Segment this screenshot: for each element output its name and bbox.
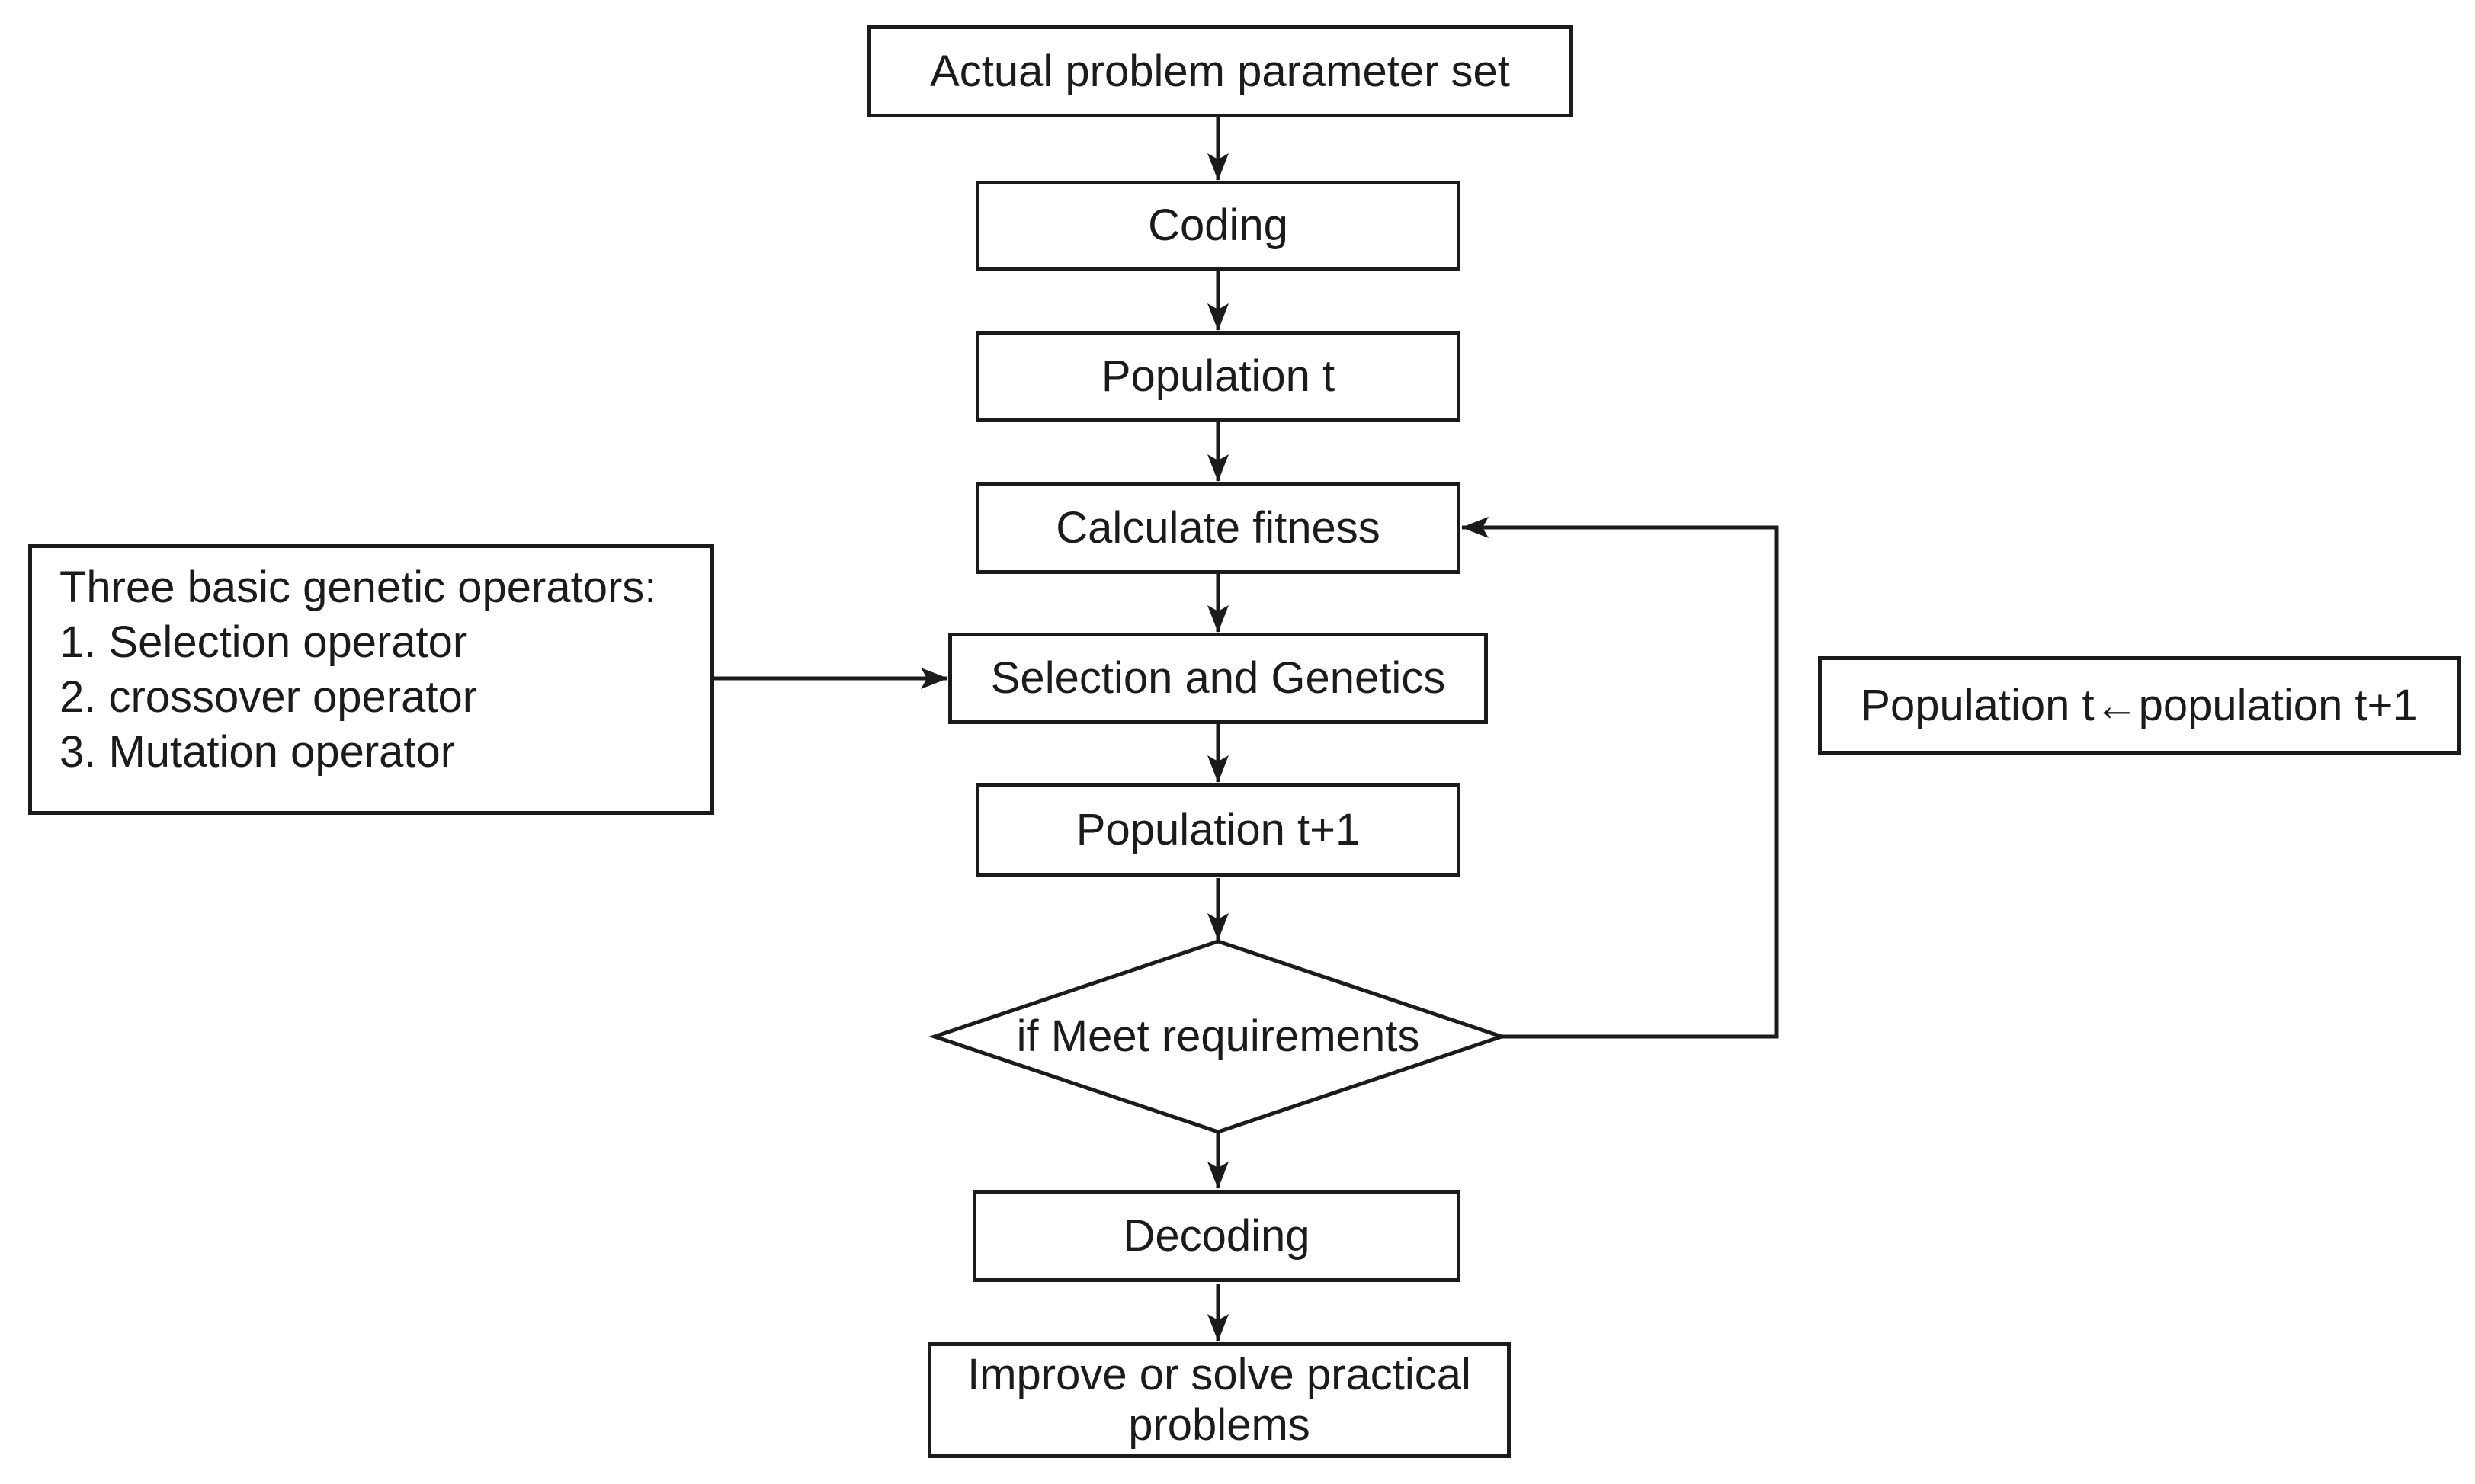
- node-selection-and-genetics-label: Selection and Genetics: [990, 653, 1446, 703]
- note-operator-item-crossover: 2. crossover operator: [59, 672, 478, 722]
- connector-feedback-decision-to-calculate-fitness: [1461, 517, 1779, 1039]
- node-decoding: Decoding: [973, 1190, 1460, 1282]
- node-start: Actual problem parameter set: [867, 25, 1573, 117]
- node-calculate-fitness: Calculate fitness: [976, 482, 1460, 574]
- node-coding: Coding: [976, 181, 1460, 271]
- node-selection-and-genetics: Selection and Genetics: [948, 633, 1488, 724]
- node-calculate-fitness-label: Calculate fitness: [1056, 502, 1380, 553]
- note-operator-item-mutation: 3. Mutation operator: [59, 727, 456, 777]
- decision-diamond-shape: [928, 939, 1508, 1134]
- node-improve-label: Improve or solve practical problems: [967, 1350, 1471, 1450]
- node-population-t-plus-1: Population t+1: [976, 783, 1460, 877]
- note-genetic-operators-title: Three basic genetic operators:: [59, 563, 657, 612]
- node-decoding-label: Decoding: [1123, 1210, 1310, 1261]
- node-improve: Improve or solve practical problems: [928, 1342, 1511, 1458]
- node-population-t-plus-1-label: Population t+1: [1076, 804, 1361, 854]
- note-operator-item-selection: 1. Selection operator: [59, 617, 468, 667]
- node-population-update-label: Population t←population t+1: [1861, 680, 2418, 730]
- node-population-t-label: Population t: [1101, 351, 1335, 401]
- node-coding-label: Coding: [1148, 200, 1288, 250]
- note-genetic-operators: Three basic genetic operators: 1. Select…: [28, 544, 714, 815]
- node-population-update: Population t←population t+1: [1818, 656, 2461, 755]
- node-population-t: Population t: [976, 331, 1460, 422]
- node-start-label: Actual problem parameter set: [930, 46, 1510, 96]
- node-decision-label: if Meet requirements: [1016, 1011, 1420, 1061]
